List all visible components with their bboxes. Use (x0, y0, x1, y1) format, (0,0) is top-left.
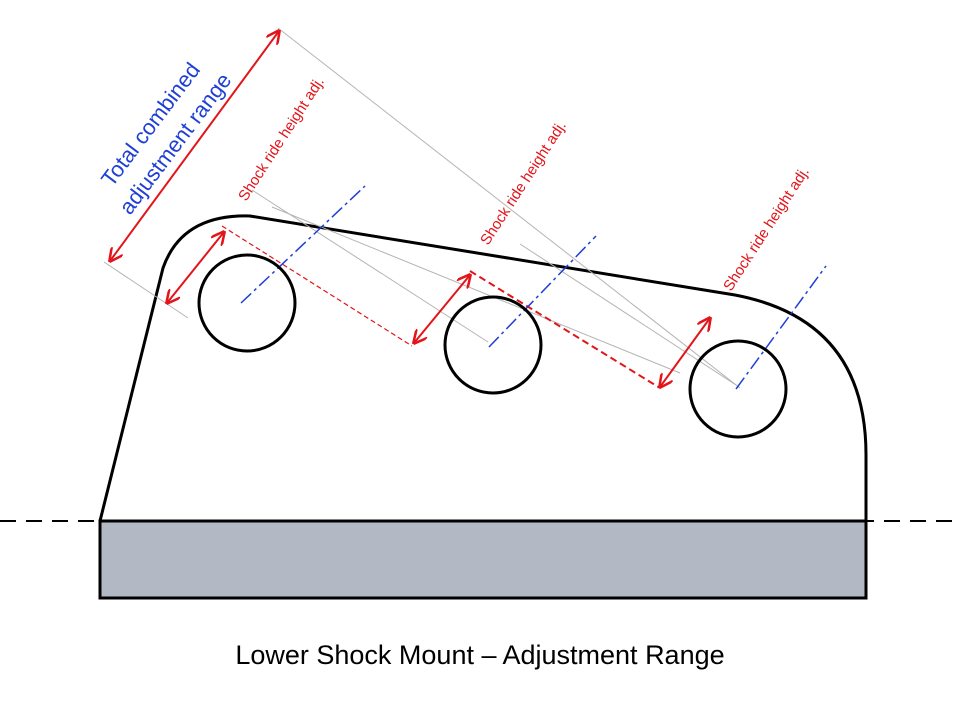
base-block (98, 519, 868, 600)
shock-adj-label-2: Shock ride height adj. (477, 118, 570, 248)
total-range-arrow (110, 31, 279, 261)
shock-adj-arrow-1 (167, 232, 224, 303)
mount-hole-1 (197, 253, 297, 353)
shock-adj-label-1: Shock ride height adj. (235, 74, 328, 204)
diagram-caption: Lower Shock Mount – Adjustment Range (235, 640, 725, 670)
mount-hole-3 (688, 339, 788, 439)
dimension-connector-1 (221, 225, 413, 347)
shock-adj-arrow-2 (414, 275, 470, 343)
mount-hole-2 (443, 295, 543, 395)
hole-centerlines (240, 185, 827, 390)
shock-adj-label-3: Shock ride height adj. (720, 164, 813, 294)
dimension-connector-2 (469, 270, 661, 389)
shock-adj-arrow-3 (660, 318, 710, 387)
